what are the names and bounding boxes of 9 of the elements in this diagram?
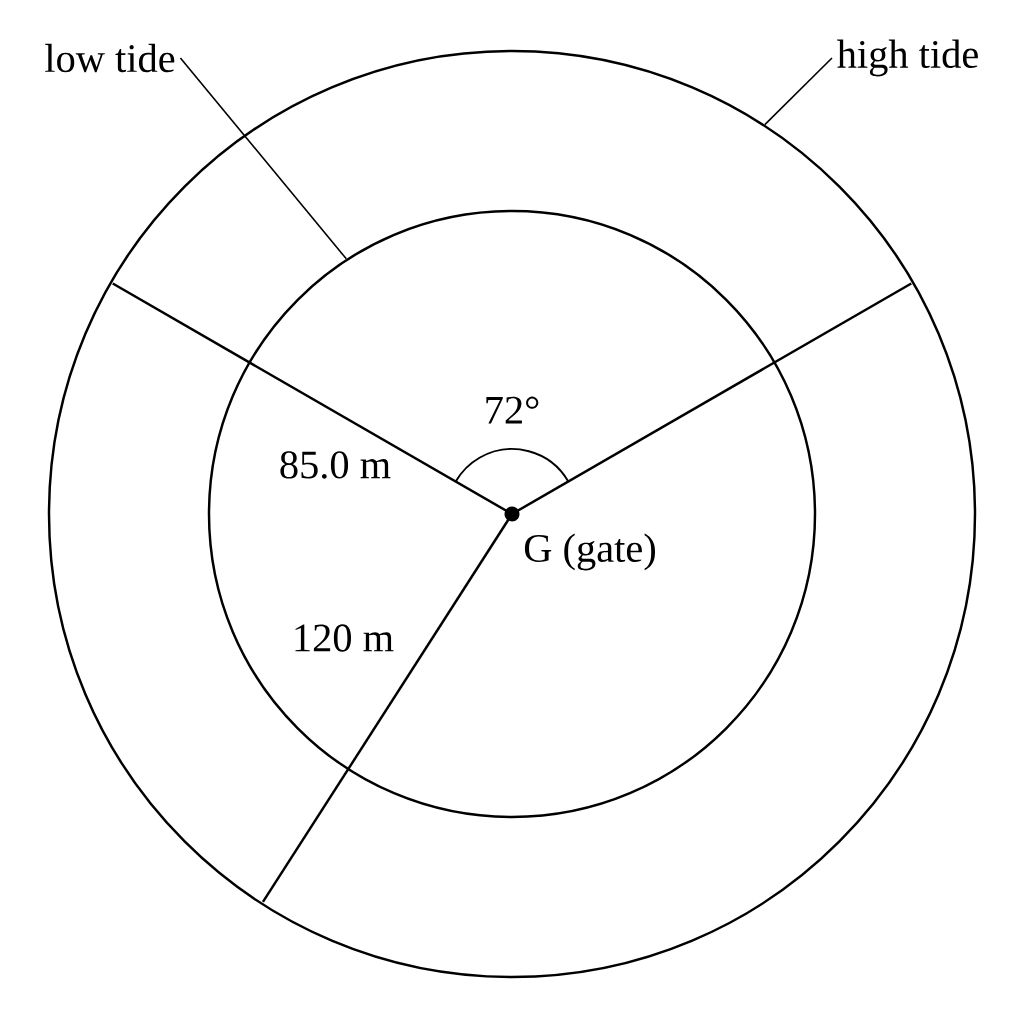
measure-label: G (gate): [524, 533, 655, 571]
callout-text: high tide: [837, 39, 978, 77]
measure-label: 85.0 m: [280, 451, 391, 479]
circle-outline: [207, 209, 817, 819]
callout-text: low tide: [45, 43, 175, 73]
measure-label: 120 m: [295, 624, 394, 652]
leader-line: [179, 57, 348, 260]
measure-label: 72°: [486, 396, 539, 424]
leader-line: [764, 57, 833, 126]
